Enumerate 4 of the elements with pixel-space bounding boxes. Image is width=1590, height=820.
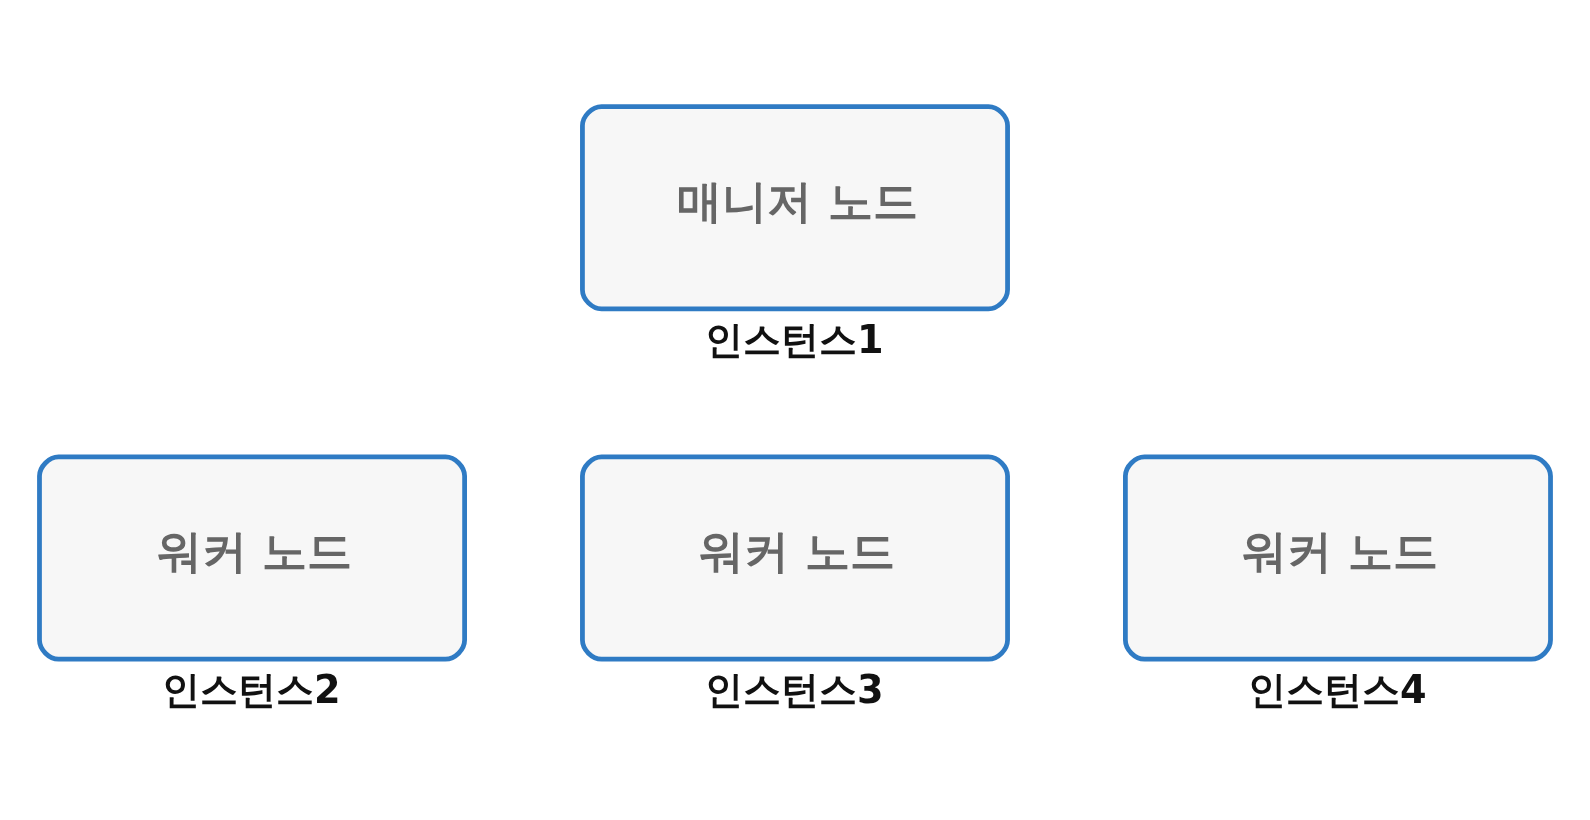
node-label: 인스턴스3 — [705, 668, 884, 713]
node-label: 인스턴스1 — [705, 318, 884, 362]
node-label: 인스턴스2 — [162, 668, 341, 713]
node-label: 인스턴스4 — [1247, 668, 1427, 713]
